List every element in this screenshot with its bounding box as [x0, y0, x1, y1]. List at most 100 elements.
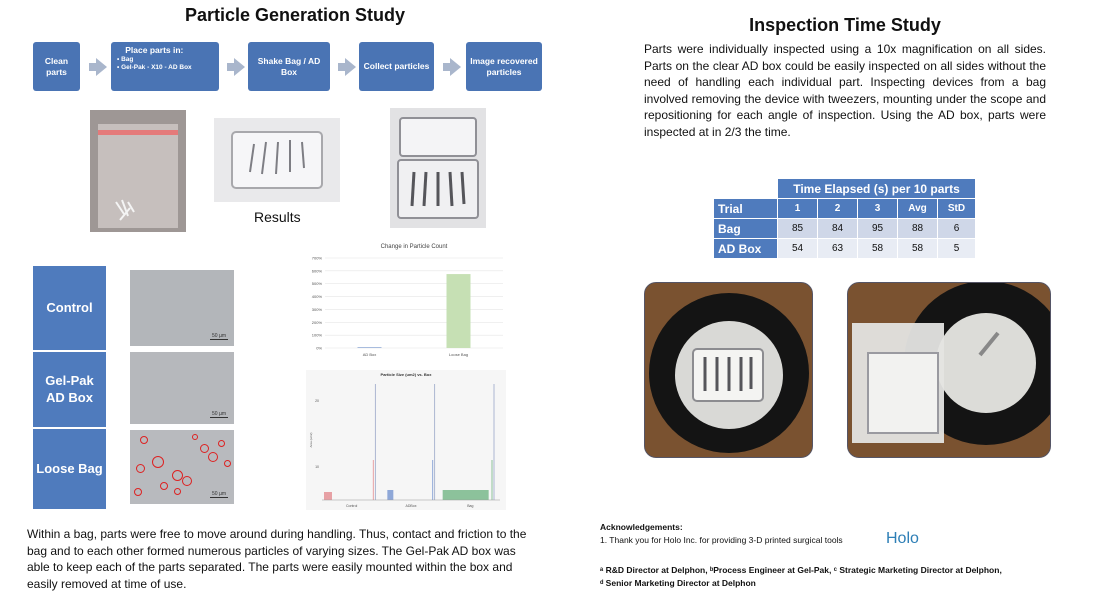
flow-step-collect-label: Collect particles: [363, 61, 430, 72]
scale-bar: 50 µm: [210, 411, 228, 418]
flow-step-collect: Collect particles: [359, 42, 434, 91]
loose-micrograph: 50 µm: [130, 430, 234, 504]
gelpak-micrograph: 50 µm: [130, 352, 234, 424]
table-row-label: Bag: [713, 218, 778, 239]
flow-step-place: Place parts in: • Bag • Gel-Pak - X10 - …: [111, 42, 219, 91]
particle-marker: [136, 464, 145, 473]
y-tick-label: 700%: [312, 256, 323, 261]
table-cell: 58: [857, 238, 898, 259]
y-tick-label: 600%: [312, 268, 323, 273]
bar: [387, 490, 394, 500]
particle-marker: [160, 482, 168, 490]
bar: [446, 274, 471, 348]
y-tick-label: 0%: [316, 346, 322, 351]
bar: [357, 347, 382, 348]
flow-step-shake-label: Shake Bag / AD Box: [257, 56, 321, 77]
table-cell: 84: [817, 218, 858, 239]
ack-heading: Acknowledgements:: [600, 522, 683, 532]
bag-photo: [90, 110, 186, 232]
x-tick-label: ADBox: [406, 504, 417, 508]
bag-photo-art: [90, 110, 186, 232]
chart-background: [303, 238, 509, 362]
table-cell: 88: [897, 218, 938, 239]
x-tick-label: Control: [346, 504, 358, 508]
flow-arrow-icon: [89, 58, 107, 76]
table-header-cell: 3: [857, 198, 898, 219]
row-label-control: Control: [33, 266, 106, 350]
chart-background: [306, 370, 506, 510]
flow-step-clean-label: Clean parts: [44, 55, 69, 77]
x-tick-label: Bag: [467, 504, 473, 508]
table-row-label: AD Box: [713, 238, 778, 259]
scale-bar: 50 µm: [210, 491, 228, 498]
table-row: Bag 85 84 95 88 6: [713, 218, 976, 239]
time-table-caption: Time Elapsed (s) per 10 parts: [777, 178, 976, 199]
ack-affiliations-2: ᵈ Senior Marketing Director at Delphon: [600, 578, 756, 588]
inspection-photo-box-art: [645, 283, 812, 457]
flow-arrow-icon: [227, 58, 245, 76]
table-cell: 54: [777, 238, 818, 259]
table-header-cell: Trial: [713, 198, 778, 219]
holo-logo: Holo: [886, 530, 919, 547]
y-tick-label: 100%: [312, 333, 323, 338]
particle-marker: [134, 488, 142, 496]
table-header-cell: 1: [777, 198, 818, 219]
flow-step-image: Image recovered particles: [466, 42, 542, 91]
ad-box-open-photo-art: [390, 108, 486, 228]
table-cell: 95: [857, 218, 898, 239]
control-micrograph: 50 µm: [130, 270, 234, 346]
flow-step-place-item: • Bag: [117, 55, 134, 63]
table-row: AD Box 54 63 58 58 5: [713, 238, 976, 259]
flow-step-image-label: Image recovered particles: [470, 55, 538, 77]
left-paragraph: Within a bag, parts were free to move ar…: [27, 527, 527, 591]
table-cell: 5: [937, 238, 976, 259]
chart-title: Change in Particle Count: [381, 244, 448, 250]
inspection-photo-bag-art: [848, 283, 1050, 457]
x-tick-label: AD Box: [363, 352, 377, 357]
table-header-cell: Avg: [897, 198, 938, 219]
bar: [324, 492, 332, 500]
flow-step-place-title: Place parts in:: [125, 45, 184, 55]
right-title: Inspection Time Study: [749, 15, 941, 35]
ack-affiliations-1: ᵃ R&D Director at Delphon, ᵇProcess Engi…: [600, 565, 1002, 575]
table-header-cell: StD: [937, 198, 976, 219]
inspection-photo-bag: [847, 282, 1051, 458]
particle-marker: [140, 436, 148, 444]
y-axis-label: Area (um2): [309, 432, 313, 447]
particle-count-chart: Change in Particle Count 0% 100% 200% 300% 40…: [303, 238, 509, 362]
time-table: Time Elapsed (s) per 10 parts Trial 1 2 …: [713, 178, 976, 259]
y-tick-label: 200%: [312, 320, 323, 325]
scale-bar: 50 µm: [210, 333, 228, 340]
particle-marker: [200, 444, 209, 453]
particle-marker: [208, 452, 218, 462]
particle-marker: [172, 470, 183, 481]
y-tick-label: 20: [315, 399, 319, 403]
left-title: Particle Generation Study: [184, 5, 406, 25]
particle-marker: [182, 476, 192, 486]
particle-marker: [218, 440, 225, 447]
results-label: Results: [254, 209, 301, 225]
particle-marker: [192, 434, 198, 440]
row-label-loose: Loose Bag: [33, 429, 106, 509]
table-header-cell: 2: [817, 198, 858, 219]
particle-marker: [152, 456, 164, 468]
inspection-photo-box: [644, 282, 813, 458]
y-tick-label: 400%: [312, 294, 323, 299]
right-paragraph: Parts were individually inspected using …: [644, 42, 1046, 139]
flow-step-place-item: • Gel-Pak - X10 - AD Box: [117, 63, 192, 71]
table-cell: 58: [897, 238, 938, 259]
flow-step-clean: Clean parts: [33, 42, 80, 91]
flow-arrow-icon: [338, 58, 356, 76]
chart-title: Particle Size (um2) vs. Box: [381, 372, 433, 377]
ad-box-open-photo: [390, 108, 486, 228]
y-tick-label: 300%: [312, 307, 323, 312]
x-tick-label: Loose Bag: [449, 352, 468, 357]
flow-step-shake: Shake Bag / AD Box: [248, 42, 330, 91]
ack-line1: 1. Thank you for Holo Inc. for providing…: [600, 535, 843, 545]
table-cell: 85: [777, 218, 818, 239]
particle-marker: [174, 488, 181, 495]
bar: [442, 490, 489, 500]
table-cell: 6: [937, 218, 976, 239]
